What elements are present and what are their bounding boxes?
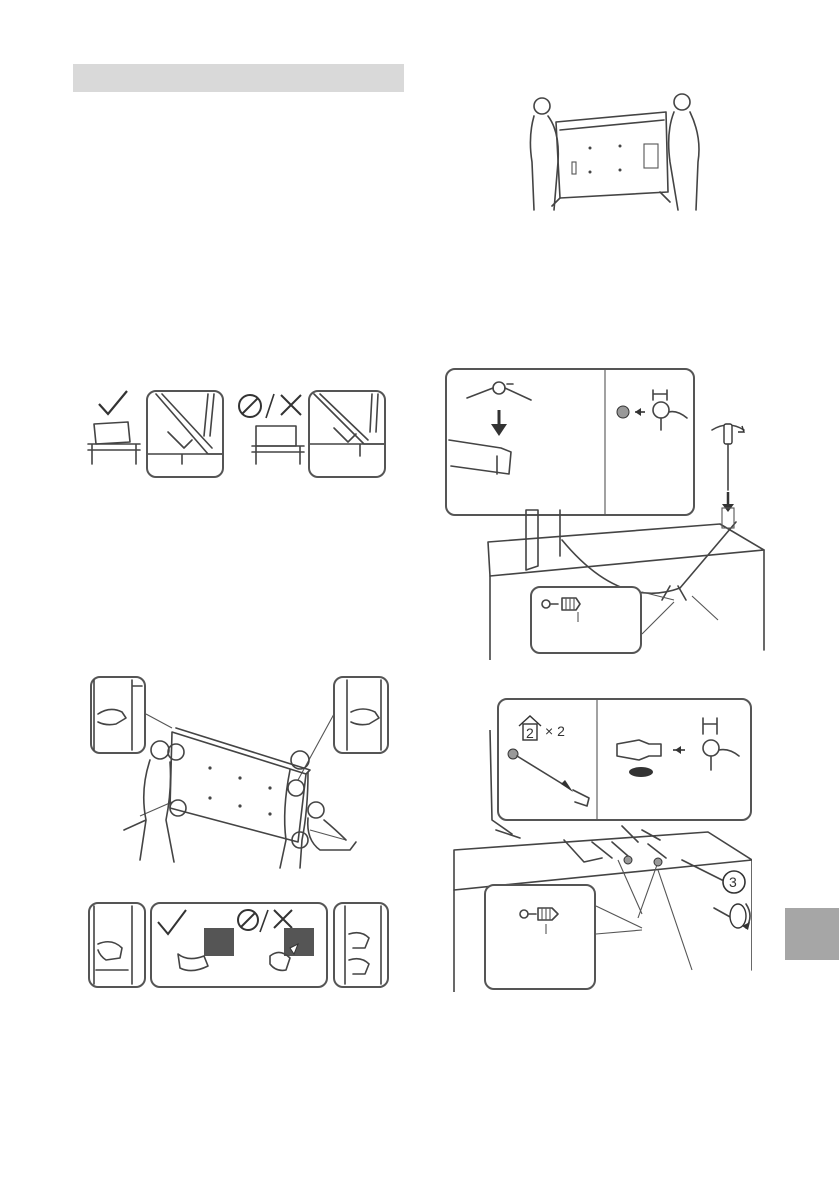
- two-people-moving-tv: [110, 690, 370, 870]
- grip-detail-bottom-right: [333, 902, 389, 988]
- anchor-screw-callout-lines: [594, 900, 654, 940]
- slash-separator: [264, 392, 276, 420]
- edge-handling-panel: [150, 902, 328, 988]
- grip-detail-bottom-left: [88, 902, 146, 988]
- anchor-screw-panel: [484, 884, 596, 990]
- check-icon: [96, 388, 130, 418]
- section-header-bar: [73, 64, 404, 92]
- carry-tv-illustration: [520, 92, 720, 214]
- strap-detail-panel: [445, 368, 695, 516]
- screw-callout-lines: [640, 588, 680, 638]
- stand-detail-correct: [146, 390, 224, 478]
- stand-detail-incorrect: [308, 390, 386, 478]
- screw-detail-panel: [530, 586, 642, 654]
- prohibited-icon: [236, 392, 264, 420]
- tv-on-stand-correct: [86, 420, 142, 466]
- cross-icon: [278, 392, 304, 418]
- tv-on-stand-incorrect: [250, 424, 306, 466]
- side-tab: [785, 908, 839, 960]
- rotate-arrow-icon: 3: [708, 868, 756, 932]
- step-number: 3: [729, 874, 737, 890]
